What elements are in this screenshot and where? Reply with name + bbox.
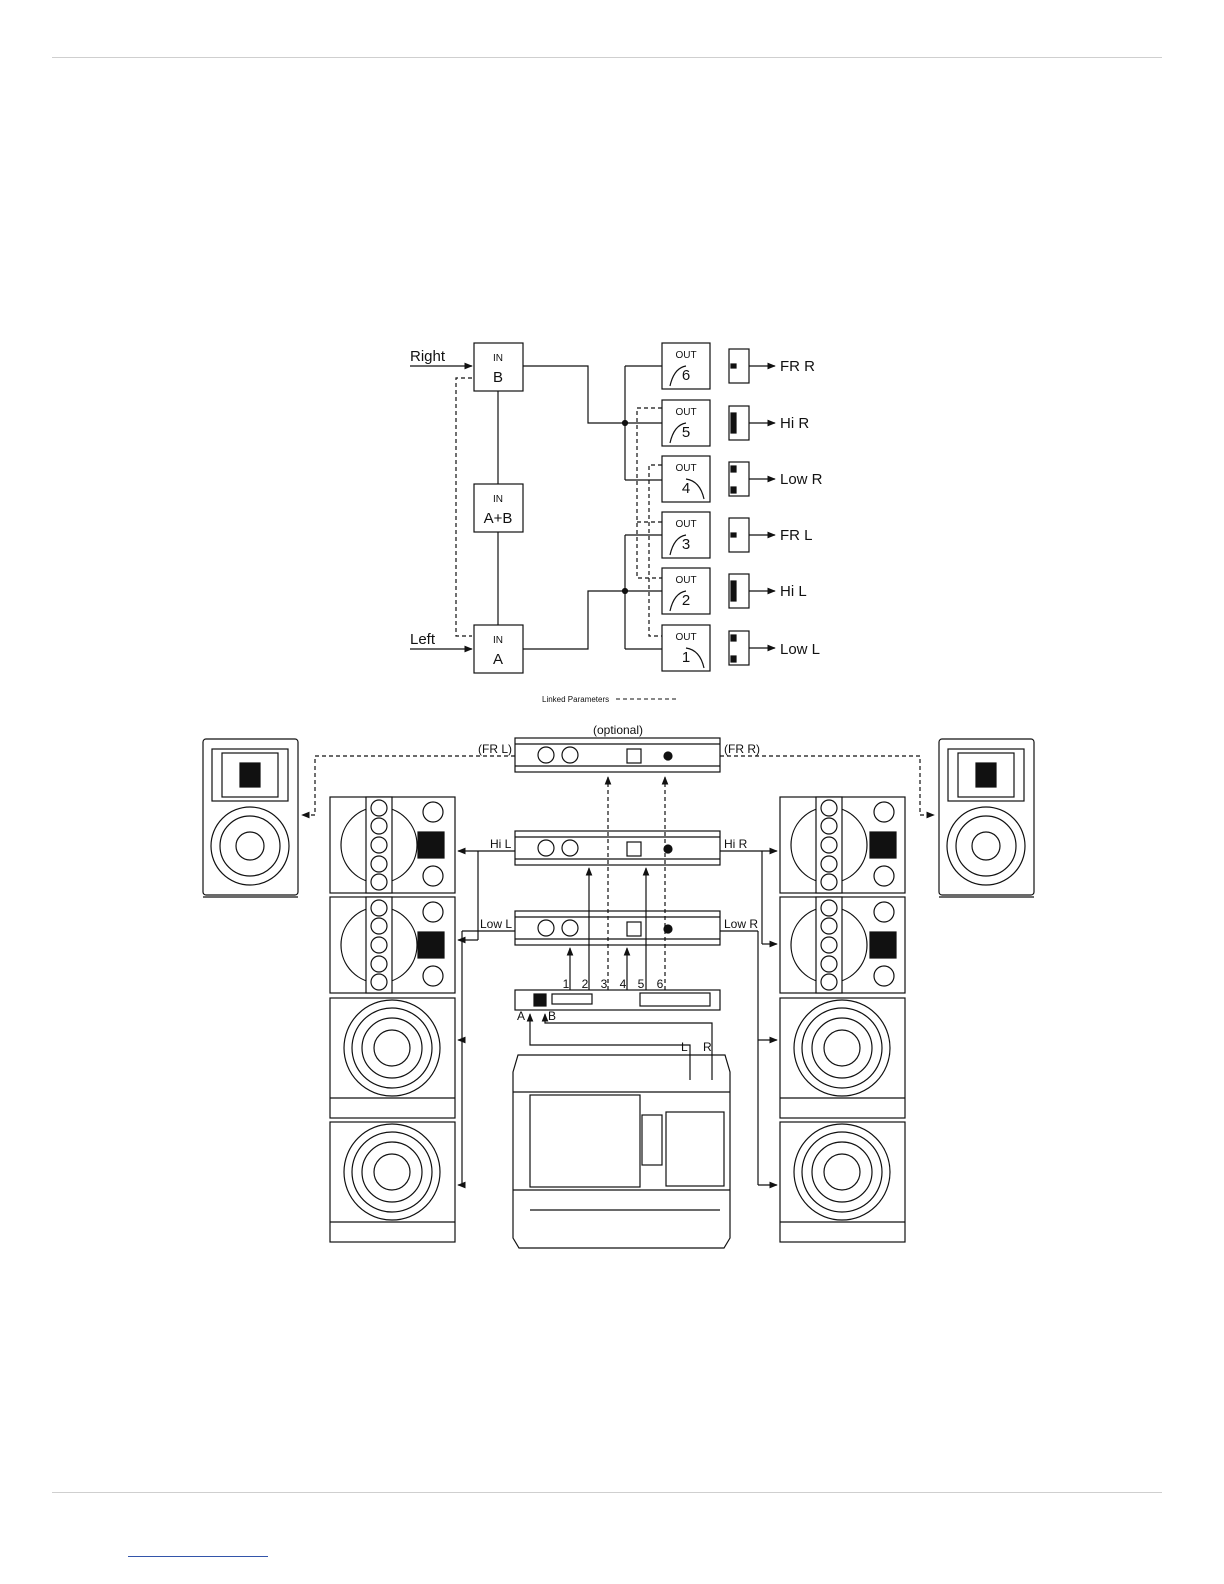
input-a-label: A (517, 1009, 525, 1023)
input-right-label: Right (410, 348, 446, 365)
out-3-label: OUT (675, 519, 696, 530)
low-r-label: Low R (724, 917, 758, 931)
amplifier-low (515, 911, 720, 945)
in-b-bottom: B (493, 369, 503, 386)
mixer-r-label: R (703, 1040, 712, 1054)
hi-l-label: Hi L (490, 837, 512, 851)
in-ab-bottom: A+B (484, 510, 513, 527)
dest-low-l: Low L (780, 641, 820, 658)
speaker-sub-left-2 (330, 1122, 455, 1242)
speaker-processor (515, 990, 720, 1010)
speaker-fullrange-left (203, 739, 298, 897)
input-left-label: Left (410, 631, 436, 648)
hi-r-label: Hi R (724, 837, 748, 851)
out-2-num: 2 (682, 592, 690, 609)
output-meters (729, 349, 749, 665)
fr-l-label: (FR L) (478, 742, 512, 756)
amplifier-optional (515, 738, 720, 772)
speaker-hi-left-1 (330, 797, 455, 893)
out-4-label: OUT (675, 463, 696, 474)
speaker-fullrange-right (939, 739, 1034, 897)
out-3-num: 3 (682, 536, 690, 553)
out-2-label: OUT (675, 575, 696, 586)
channel-3: 3 (601, 977, 608, 991)
dest-hi-r: Hi R (780, 415, 809, 432)
channel-1: 1 (563, 977, 570, 991)
in-ab-top: IN (493, 494, 503, 505)
speaker-hi-left-2 (330, 897, 455, 993)
dest-fr-r: FR R (780, 358, 815, 375)
out-6-label: OUT (675, 350, 696, 361)
speaker-hi-right-2 (780, 897, 905, 993)
channel-6: 6 (657, 977, 664, 991)
in-a-top: IN (493, 635, 503, 646)
out-5-num: 5 (682, 424, 690, 441)
speaker-hi-right-1 (780, 797, 905, 893)
amplifier-hi (515, 831, 720, 865)
input-b-label: B (548, 1009, 556, 1023)
speaker-sub-right-1 (780, 998, 905, 1118)
optional-label: (optional) (593, 723, 643, 737)
channel-4: 4 (620, 977, 627, 991)
speaker-sub-left-1 (330, 998, 455, 1118)
dest-fr-l: FR L (780, 527, 813, 544)
out-1-label: OUT (675, 632, 696, 643)
channel-2: 2 (582, 977, 589, 991)
in-a-bottom: A (493, 651, 503, 668)
speaker-sub-right-2 (780, 1122, 905, 1242)
setup-drawing (203, 738, 1034, 1248)
dest-hi-l: Hi L (780, 583, 807, 600)
out-4-num: 4 (682, 480, 690, 497)
out-6-num: 6 (682, 367, 690, 384)
fr-r-label: (FR R) (724, 742, 760, 756)
in-b-top: IN (493, 353, 503, 364)
low-l-label: Low L (480, 917, 512, 931)
mixer-l-label: L (681, 1040, 688, 1054)
dest-low-r: Low R (780, 471, 823, 488)
mixing-console (513, 1055, 730, 1248)
legend-linked-parameters: Linked Parameters (542, 695, 609, 704)
out-5-label: OUT (675, 407, 696, 418)
out-1-num: 1 (682, 649, 690, 666)
channel-5: 5 (638, 977, 645, 991)
routing-diagram (410, 343, 775, 699)
